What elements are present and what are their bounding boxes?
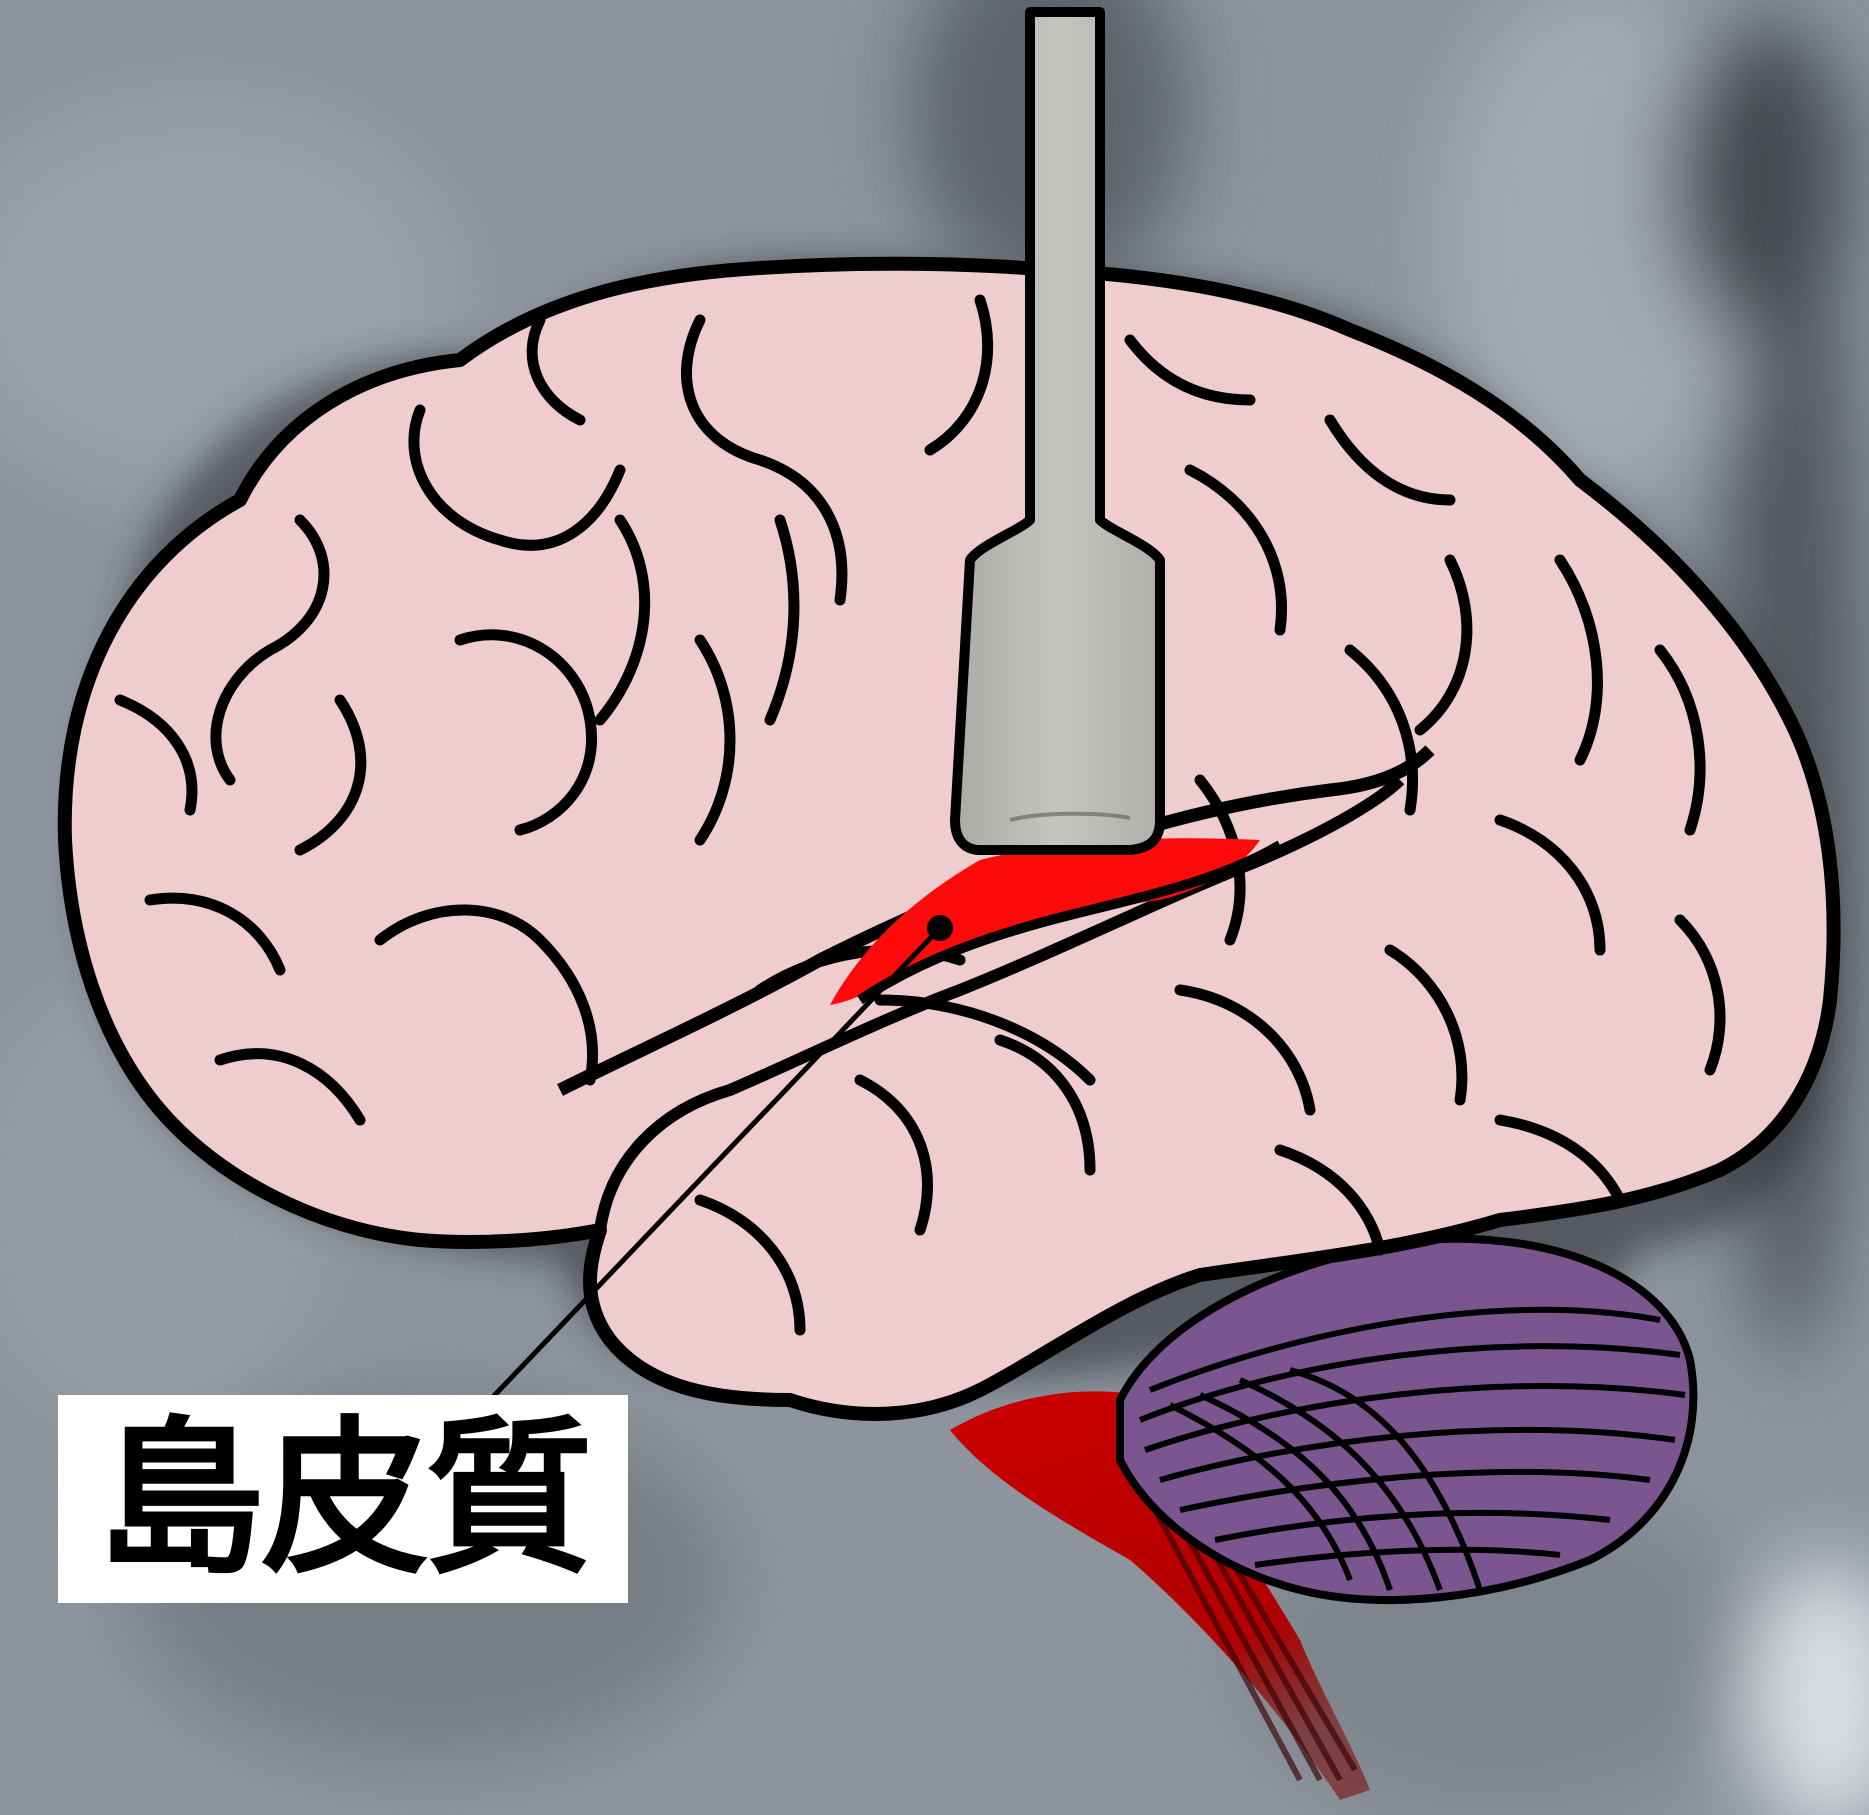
cerebrum <box>57 256 1841 1421</box>
label-box: 島皮質 <box>58 1395 628 1603</box>
probe-instrument <box>950 7 1165 855</box>
leader-line <box>488 926 942 1402</box>
insular-cortex-label: 島皮質 <box>97 1401 593 1597</box>
